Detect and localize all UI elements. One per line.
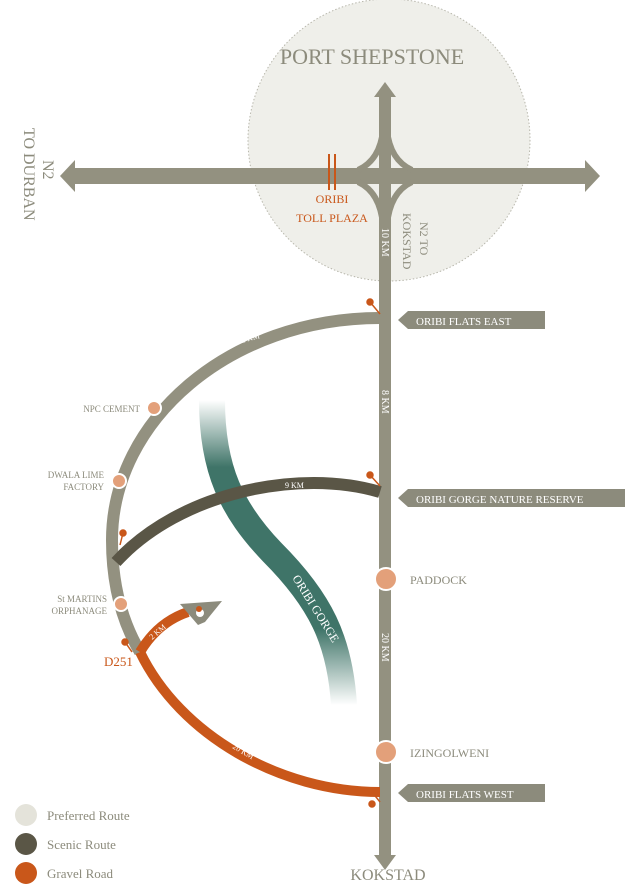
gravel-road (135, 649, 381, 797)
gravel-road-branch (135, 607, 190, 655)
d251-label: D251 (104, 654, 133, 669)
sign-oribi-flats-east (398, 311, 545, 329)
to-durban-label: TO DURBAN (20, 128, 37, 221)
toll-label: ORIBI (316, 192, 349, 206)
legend-gravel-swatch (15, 862, 37, 884)
poi-st-martins (113, 596, 129, 612)
legend-label: Gravel Road (47, 866, 114, 881)
legend-label: Preferred Route (47, 808, 130, 823)
sign-oribi-gorge-reserve (398, 489, 625, 507)
kokstad-label: KOKSTAD (400, 213, 414, 270)
legend-scenic-swatch (15, 833, 37, 855)
legend: Preferred Route Scenic Route Gravel Road (15, 804, 130, 884)
legend-preferred-swatch (15, 804, 37, 826)
n2-west-label: N2 (39, 160, 56, 180)
izingolweni-label: IZINGOLWENI (410, 746, 489, 760)
paddock-label: PADDOCK (410, 573, 467, 587)
distance-9km: 9 KM (285, 481, 304, 490)
page-title: PORT SHEPSTONE (280, 44, 464, 69)
distance-10km: 10 KM (379, 228, 390, 257)
dwala-label: DWALA LIME (48, 470, 105, 480)
legend-label: Scenic Route (47, 837, 116, 852)
st-martins-label: ORPHANAGE (51, 606, 107, 616)
main-road (374, 82, 396, 870)
st-martins-label: St MARTINS (57, 594, 107, 604)
oribi-gorge-river (199, 399, 357, 706)
n2-to-label: N2 TO (417, 222, 431, 256)
distance-20km: 20 KM (379, 633, 390, 662)
toll-label: TOLL PLAZA (296, 211, 368, 225)
distance-8km: 8 KM (379, 390, 390, 414)
scenic-route (111, 477, 382, 567)
poi-dwala-lime (111, 473, 127, 489)
sign-oribi-flats-west (398, 784, 545, 802)
poi-izingolweni (374, 740, 398, 764)
npc-label: NPC CEMENT (83, 404, 140, 414)
sign-label: ORIBI GORGE NATURE RESERVE (416, 494, 584, 506)
oribi-logo-icon (180, 601, 222, 625)
toll-plaza-icon (328, 154, 336, 190)
kokstad-bottom-label: KOKSTAD (350, 867, 425, 884)
sign-label: ORIBI FLATS EAST (416, 316, 512, 328)
dwala-label: FACTORY (63, 482, 104, 492)
poi-paddock (374, 567, 398, 591)
poi-npc-cement (146, 400, 162, 416)
sign-label: ORIBI FLATS WEST (416, 789, 514, 801)
